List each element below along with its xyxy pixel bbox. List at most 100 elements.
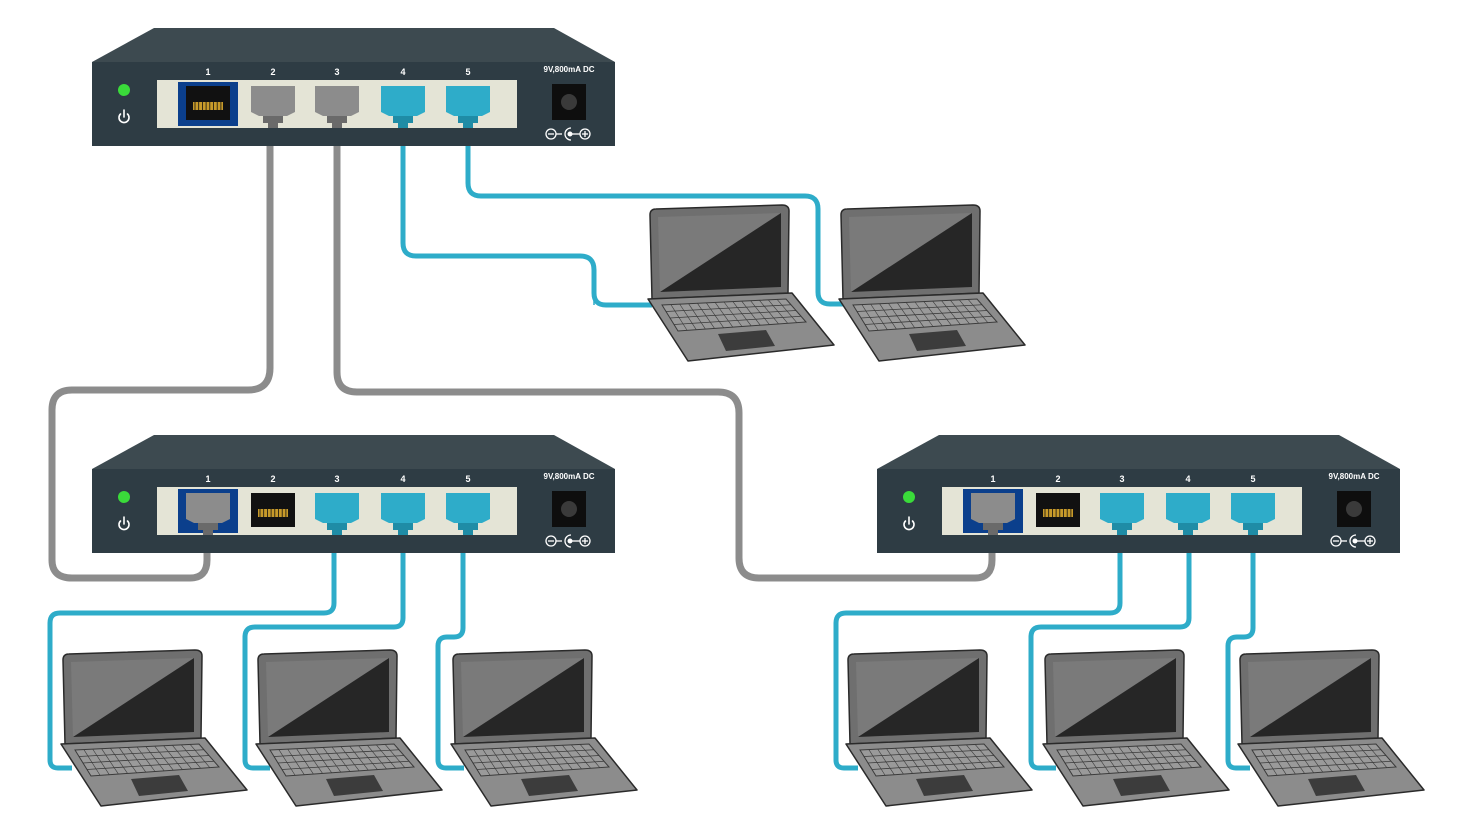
power-jack: 9V,800mA DC [544,65,595,141]
port-2[interactable]: 2 [251,474,295,527]
keyboard-col-line [861,304,879,331]
plug-strain-relief [332,123,342,128]
port-3[interactable]: 3 [315,67,359,128]
keyboard-col-line [154,745,174,771]
keyboard-col-line [879,303,897,330]
keyboard-col-line [1109,747,1129,773]
rj45-pins [258,509,288,517]
laptop-left-1 [60,649,248,807]
keyboard-col-line [697,303,715,329]
keyboard-col-line [384,744,406,768]
laptop-left-2 [255,649,443,807]
keyboard-col-line [349,745,369,771]
keyboard-col-line [482,748,500,775]
plug-boot [263,116,283,123]
power-jack: 9V,800mA DC [1329,472,1380,548]
keyboard-col-line [553,745,573,770]
laptop-touchpad [131,775,188,796]
plug-boot [393,523,413,530]
blue-cable-left5 [435,530,466,771]
laptop-touchpad [1308,775,1365,796]
rj45-plug [315,86,359,116]
port-number: 5 [1250,474,1255,484]
port-2[interactable]: 2 [1036,474,1080,527]
port-5[interactable]: 5 [446,474,490,535]
plug-strain-relief [463,123,473,128]
laptop-top-1 [647,204,835,362]
keyboard-col-line [145,746,165,772]
plug-strain-relief [1117,530,1127,535]
polarity-icon [545,534,591,548]
power-icon [903,516,915,531]
keyboard-col-line [1127,746,1147,772]
keyboard-col-line [181,744,201,769]
laptop-right-2 [1042,649,1230,807]
port-5[interactable]: 5 [1231,474,1275,535]
plug-strain-relief [463,530,473,535]
rj45-plug [1100,493,1144,523]
keyboard-col-line [322,747,342,773]
port-3[interactable]: 3 [315,474,359,535]
keyboard-col-line [1092,748,1110,774]
keyboard-col-line [163,745,183,770]
port-5[interactable]: 5 [446,67,490,128]
port-1[interactable]: 1 [178,474,238,535]
port-number: 3 [334,67,339,77]
port-1[interactable]: 1 [963,474,1023,535]
rj45-plug [186,493,230,523]
keyboard-col-line [904,747,922,773]
plug-boot [983,523,1003,530]
keyboard-col-line [967,299,989,323]
laptop-screen-glare [1055,658,1176,737]
laptop-right-1 [845,649,1033,807]
keyboard-col-line [473,749,491,776]
port-3[interactable]: 3 [1100,474,1144,535]
port-number: 4 [1185,474,1190,484]
cables [47,124,1256,771]
keyboard-col-line [670,304,688,331]
power-rating-label: 9V,800mA DC [544,65,595,74]
keyboard-col-line [776,299,798,323]
port-2[interactable]: 2 [251,67,295,128]
keyboard-col-line [1304,747,1324,773]
keyboard-col-line [535,746,555,772]
power-rating-label: 9V,800mA DC [544,472,595,481]
plug-strain-relief [988,530,998,535]
keyboard-col-line [1322,746,1342,772]
switch-top-face [877,435,1400,469]
port-1[interactable]: 1 [178,67,238,126]
port-number: 5 [465,474,470,484]
port-number: 4 [400,474,405,484]
port-4[interactable]: 4 [1166,474,1210,535]
keyboard-col-line [950,300,970,325]
port-number: 3 [1119,474,1124,484]
keyboard-col-line [895,748,913,774]
port-number: 2 [1055,474,1060,484]
keyboard-col-line [314,747,332,773]
keyboard-col-line [367,745,387,770]
rj45-plug [381,493,425,523]
gray-cable-top2-to-left1 [48,124,274,582]
keyboard-col-line [1101,747,1119,773]
blue-cable-left3 [47,530,337,771]
blue-cable-left4 [242,530,406,771]
keyboard-col-line [1154,745,1174,770]
blue-cable-right3 [833,530,1123,771]
port-4[interactable]: 4 [381,67,425,128]
rj45-pins [1043,509,1073,517]
keyboard-col-line [278,749,296,776]
laptop-left-3 [450,649,638,807]
switch-top-face [92,435,615,469]
laptop-screen-glare [1250,658,1371,737]
keyboard-col-line [868,749,886,776]
plug-boot [1178,523,1198,530]
power-icon [118,109,130,124]
port-4[interactable]: 4 [381,474,425,535]
laptop-right-3 [1237,649,1425,807]
keyboard-col-line [1331,745,1351,771]
laptop-touchpad [916,775,973,796]
power-icon [118,516,130,531]
keyboard-col-line [571,744,591,769]
plug-boot [1243,523,1263,530]
